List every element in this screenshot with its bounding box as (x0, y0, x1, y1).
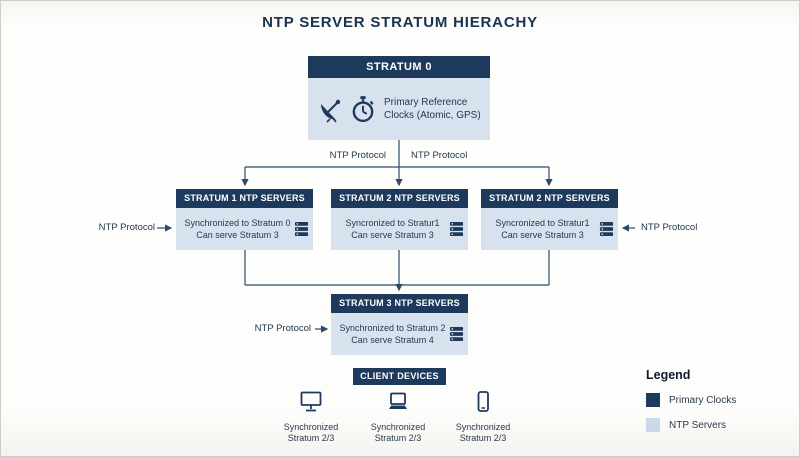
legend-label-ntp-servers: NTP Servers (669, 419, 727, 431)
stratum0-header: STRATUM 0 (308, 56, 490, 78)
legend: Legend Primary Clocks NTP Servers (646, 368, 736, 432)
stratum1-description: Synchronized to Stratum 0 Can serve Stra… (184, 217, 290, 242)
stratum2b-body: Syncronized to Stratur1 Can serve Stratu… (481, 208, 618, 250)
stratum3-header: STRATUM 3 NTP SERVERS (331, 294, 468, 313)
label-protocol-top-right: NTP Protocol (411, 150, 468, 161)
stratum3-line2: Can serve Stratum 4 (351, 335, 434, 345)
smartphone-icon (477, 391, 489, 412)
stratum1-line2: Can serve Stratum 3 (196, 230, 279, 240)
client-device-label: Synchronized Stratum 2/3 (441, 422, 525, 444)
stratum3-body: Synchronized to Stratum 2 Can serve Stra… (331, 313, 468, 355)
stratum3-line1: Synchronized to Stratum 2 (339, 322, 446, 333)
legend-swatch-ntp-servers (646, 418, 660, 432)
client3-label-line1: Synchronized (455, 422, 511, 432)
label-protocol-stratum3: NTP Protocol (254, 323, 311, 334)
stratum0-description: Primary Reference Clocks (Atomic, GPS) (384, 96, 481, 122)
stratum0-description-line2: Clocks (Atomic, GPS) (384, 110, 481, 121)
laptop-icon (389, 392, 407, 409)
client2-label-line1: Synchronized (370, 422, 426, 432)
server-stack-icon (449, 326, 464, 342)
stratum1-line1: Synchronized to Stratum 0 (184, 217, 291, 228)
client-device-phone: Synchronized Stratum 2/3 (441, 391, 525, 444)
client-device-label: Synchronized Stratum 2/3 (356, 422, 440, 444)
client1-label-line1: Synchronized (283, 422, 339, 432)
server-stack-icon (599, 221, 614, 237)
stratum2a-description: Syncronized to Stratur1 Can serve Stratu… (345, 217, 439, 242)
legend-item-primary-clocks: Primary Clocks (646, 393, 736, 407)
stratum3-description: Synchronized to Stratum 2 Can serve Stra… (339, 322, 445, 347)
legend-swatch-primary-clocks (646, 393, 660, 407)
stratum2a-line2: Can serve Stratum 3 (351, 230, 434, 240)
stratum2a-box: STRATUM 2 NTP SERVERS Syncronized to Str… (331, 189, 468, 250)
label-protocol-top-left: NTP Protocol (329, 150, 386, 161)
stratum2b-box: STRATUM 2 NTP SERVERS Syncronized to Str… (481, 189, 618, 250)
label-protocol-left: NTP Protocol (98, 222, 155, 233)
stratum2a-header: STRATUM 2 NTP SERVERS (331, 189, 468, 208)
stratum0-box: STRATUM 0 Primary Re (308, 56, 490, 140)
stratum2b-header: STRATUM 2 NTP SERVERS (481, 189, 618, 208)
legend-item-ntp-servers: NTP Servers (646, 418, 736, 432)
client-devices-header: CLIENT DEVICES (353, 368, 446, 385)
stratum1-header: STRATUM 1 NTP SERVERS (176, 189, 313, 208)
label-protocol-right: NTP Protocol (641, 222, 698, 233)
stratum1-body: Synchronized to Stratum 0 Can serve Stra… (176, 208, 313, 250)
stratum2b-description: Syncronized to Stratur1 Can serve Stratu… (495, 217, 589, 242)
stratum2b-line1: Syncronized to Stratur1 (495, 217, 590, 228)
stratum0-body: Primary Reference Clocks (Atomic, GPS) (308, 78, 490, 140)
stratum2a-line1: Syncronized to Stratur1 (345, 217, 440, 228)
server-stack-icon (294, 221, 309, 237)
stratum2a-body: Syncronized to Stratur1 Can serve Stratu… (331, 208, 468, 250)
desktop-icon (300, 391, 322, 412)
stratum0-description-line1: Primary Reference (384, 97, 468, 108)
client3-label-line2: Stratum 2/3 (459, 433, 507, 443)
server-stack-icon (449, 221, 464, 237)
client-device-laptop: Synchronized Stratum 2/3 (356, 391, 440, 444)
satellite-dish-icon (320, 99, 341, 123)
client1-label-line2: Stratum 2/3 (287, 433, 335, 443)
stopwatch-icon (352, 96, 374, 123)
diagram-title: NTP SERVER STRATUM HIERACHY (262, 14, 538, 31)
legend-label-primary-clocks: Primary Clocks (669, 394, 737, 406)
stratum3-box: STRATUM 3 NTP SERVERS Synchronized to St… (331, 294, 468, 355)
client-device-desktop: Synchronized Stratum 2/3 (269, 391, 353, 444)
stratum1-box: STRATUM 1 NTP SERVERS Synchronized to St… (176, 189, 313, 250)
client-device-label: Synchronized Stratum 2/3 (269, 422, 353, 444)
legend-title: Legend (646, 368, 691, 382)
stratum0-icons (316, 95, 377, 123)
stratum2b-line2: Can serve Stratum 3 (501, 230, 584, 240)
client2-label-line2: Stratum 2/3 (374, 433, 422, 443)
